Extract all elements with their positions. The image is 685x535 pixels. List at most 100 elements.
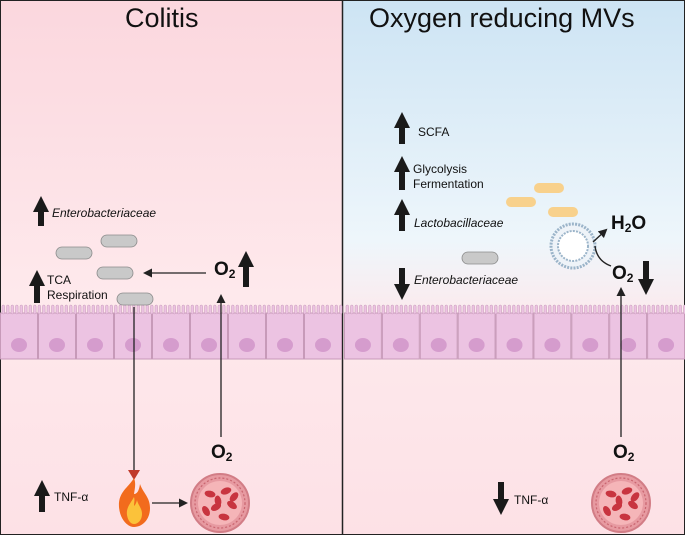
microvesicle-icon: [549, 222, 597, 270]
microvillus: [262, 304, 266, 315]
epithelial-cell: [647, 312, 685, 360]
microvillus: [431, 304, 435, 315]
up-arrow-icon: [29, 270, 45, 303]
flame-icon: [118, 478, 150, 527]
cell-nucleus: [658, 338, 675, 352]
microvillus: [633, 304, 637, 315]
microvillus: [359, 304, 363, 315]
microvillus: [624, 304, 628, 315]
cell-nucleus: [392, 338, 409, 352]
up-arrow-icon: [394, 156, 410, 190]
microvillus: [118, 304, 122, 315]
epithelial-cell: [344, 312, 382, 360]
cell-nucleus: [506, 338, 523, 352]
microvillus: [345, 304, 349, 315]
microvillus: [177, 304, 181, 315]
microvillus: [78, 304, 82, 315]
epithelial-cell: [0, 312, 38, 360]
microvillus: [615, 304, 619, 315]
microvillus: [678, 304, 682, 315]
tnf-label: TNF-α: [54, 490, 89, 504]
cell-nucleus: [354, 338, 371, 352]
microvillus: [64, 304, 68, 315]
microvillus: [91, 304, 95, 315]
microvillus: [280, 304, 284, 315]
microvillus: [159, 304, 163, 315]
oxygen-vessel-label: O2: [211, 442, 233, 464]
epithelial-cell: [495, 312, 534, 360]
microvillus: [354, 304, 358, 315]
microvillus: [422, 304, 426, 315]
cell-nucleus: [582, 338, 599, 352]
microvillus: [15, 304, 19, 315]
down-arrow-icon: [394, 268, 410, 300]
microvillus: [109, 304, 113, 315]
microvillus: [453, 304, 457, 315]
microvillus: [426, 304, 430, 315]
microvillus: [516, 304, 520, 315]
up-arrow-icon: [394, 112, 410, 144]
microvillus: [606, 304, 610, 315]
bacterium-icon: [116, 292, 154, 306]
microvillus: [285, 304, 289, 315]
microvillus: [325, 304, 329, 315]
microvillus: [190, 304, 194, 315]
microvillus: [186, 304, 190, 315]
microvillus: [584, 304, 588, 315]
oxygen-vessel-label-right: O2: [613, 442, 635, 464]
microvillus: [543, 304, 547, 315]
microvillus: [399, 304, 403, 315]
bacterium-icon: [534, 183, 564, 193]
down-arrow-icon: [638, 261, 654, 295]
epithelial-cell: [533, 312, 572, 360]
microvillus: [363, 304, 367, 315]
microvillus: [462, 304, 466, 315]
microvillus: [471, 304, 475, 315]
microvillus: [480, 304, 484, 315]
epithelial-cell: [76, 312, 114, 360]
microvillus: [334, 304, 338, 315]
microvillus: [235, 304, 239, 315]
microvillus: [651, 304, 655, 315]
microvillus: [417, 304, 421, 315]
microvillus: [350, 304, 354, 315]
microvillus: [141, 304, 145, 315]
microvillus: [307, 304, 311, 315]
epithelial-cell: [609, 312, 648, 360]
microvillus: [168, 304, 172, 315]
microvillus: [521, 304, 525, 315]
microvillus: [172, 304, 176, 315]
microvillus: [253, 304, 257, 315]
microvillus: [316, 304, 320, 315]
cell-nucleus: [468, 338, 485, 352]
microvillus: [503, 304, 507, 315]
microvillus: [458, 304, 462, 315]
water-label: H2O: [611, 213, 647, 235]
microvillus: [114, 304, 118, 315]
microvillus: [37, 304, 41, 315]
mv-panel: [343, 0, 685, 535]
cell-nucleus: [201, 338, 217, 352]
microvillus: [226, 304, 230, 315]
microvillus: [240, 304, 244, 315]
cell-nucleus: [544, 338, 561, 352]
microvillus: [46, 304, 50, 315]
enterobacteriaceae-label: Enterobacteriaceae: [52, 206, 157, 220]
microvillus: [404, 304, 408, 315]
microvillus: [100, 304, 104, 315]
microvillus: [485, 304, 489, 315]
microvillus: [82, 304, 86, 315]
cell-nucleus: [125, 338, 141, 352]
microvillus: [597, 304, 601, 315]
bacterium-icon: [461, 251, 499, 265]
microvillus: [10, 304, 14, 315]
vesicle-to-water-arrow: [592, 228, 608, 243]
epithelial-cell: [381, 312, 420, 360]
epithelial-cell: [304, 312, 342, 360]
bacterium-icon: [96, 266, 134, 280]
epithelial-cell: [38, 312, 76, 360]
microvillus: [494, 304, 498, 315]
microvillus: [507, 304, 511, 315]
microvillus: [548, 304, 552, 315]
